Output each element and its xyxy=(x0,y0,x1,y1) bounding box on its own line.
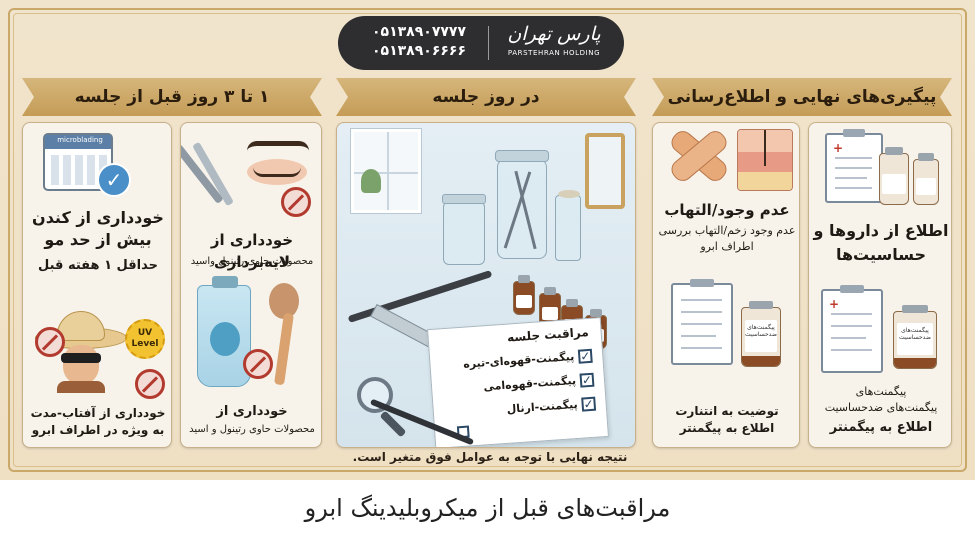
plant-icon xyxy=(361,169,381,193)
no-sign-icon-3 xyxy=(281,187,311,217)
brush-handle-icon xyxy=(274,312,294,386)
uv-level-icon: UV Level xyxy=(125,319,165,359)
closed-eye-icon xyxy=(247,141,309,185)
clipboard-icon xyxy=(671,279,733,365)
column-title-session: در روز جلسه xyxy=(336,78,636,116)
brand-logo: پارس تهران PARSTEHRAN HOLDING xyxy=(498,20,610,58)
card-heading-medications: اطلاع از داروها و حساسیت‌ها xyxy=(813,221,949,264)
card-line-notify: اطلاع به پیگمنتر xyxy=(829,420,933,435)
pigment-vial-icon: پیگمنت‌های ضدحساسیت xyxy=(741,301,781,367)
medicine-bottle-icon-2 xyxy=(913,153,939,205)
card-heading-avoid: خودداری از xyxy=(216,404,288,419)
window-illustration xyxy=(351,129,421,213)
clipboard-icon-2: + xyxy=(821,285,883,373)
card-session-scene: مراقبت جلسه پیگمنت-قهوه‌ای-تیره ✓ پیگمنت… xyxy=(336,122,636,448)
card-exfoliation: خودداری از لایه‌برداری محصولات حاوی رتین… xyxy=(180,122,322,448)
column-title-follow-up: پیگیری‌های نهایی و اطلاع‌رسانی xyxy=(652,78,952,116)
card-line-anti-allergy: پیگمنت‌های ضدحساسیت xyxy=(824,401,938,414)
medical-clipboard-icon: + xyxy=(825,129,883,203)
card-heading-exfoliation: خودداری از لایه‌برداری xyxy=(210,231,294,271)
card-note-pigmenter: توضیت به انتنارت اطلاع به پیگمنتر xyxy=(675,404,779,435)
cream-tube-icon xyxy=(197,276,251,387)
column-title-before: ۱ تا ۳ روز قبل از جلسه xyxy=(22,78,322,116)
pigment-vial-icon-2: پیگمنت‌های ضدحساسیت xyxy=(893,305,937,369)
no-sign-icon-2 xyxy=(135,369,165,399)
card-medications: + اطلاع از داروها و حساسیت‌ها + پیگمنت‌ه… xyxy=(808,122,952,448)
footer-note: نتیجه نهایی با توجه به عوامل فوق متغیر ا… xyxy=(352,450,628,464)
phone-number-2: ۰۵۱۳۸۹۰۶۶۶۶ xyxy=(372,43,466,59)
card-note-week: حداقل ۱ هفته قبل xyxy=(38,258,158,273)
card-note-retinol-acid: محصولات حاوی رتینول و اسید xyxy=(189,424,315,435)
calendar-label: microblading xyxy=(57,136,103,144)
card-inflammation: عدم وجود/التهاب عدم وجود زخم/التهاب بررس… xyxy=(652,122,800,448)
checkbox-checked-icon-2: ✓ xyxy=(579,372,595,388)
vial-label-2: پیگمنت‌های ضدحساسیت xyxy=(897,323,933,355)
skin-layers-icon xyxy=(737,129,793,191)
infographic-poster: ۰۵۱۳۸۹۰۷۷۷۷ ۰۵۱۳۸۹۰۶۶۶۶ پارس تهران PARST… xyxy=(0,0,975,480)
card-heading-inflammation: عدم وجود/التهاب xyxy=(664,201,790,219)
uv-label: UV Level xyxy=(131,328,159,349)
poster-frame-inner xyxy=(13,13,962,467)
pigment-bottle-2 xyxy=(539,287,561,327)
checklist-item-1: پیگمنت-قهوه‌ای-تیره xyxy=(462,350,575,371)
brand-subtitle: PARSTEHRAN HOLDING xyxy=(507,49,601,57)
brand-name: پارس تهران xyxy=(507,23,601,45)
glass-jar-icon xyxy=(442,194,486,265)
checkbox-checked-icon: ✓ xyxy=(577,348,593,364)
checklist-title: مراقبت جلسه xyxy=(506,324,590,345)
checklist-item-3: پیگمنت-ارنال xyxy=(506,397,579,416)
card-line-pigments: پیگمنت‌های xyxy=(855,385,907,398)
column-session-day: در روز جلسه xyxy=(336,78,636,456)
card-sun-avoidance: microblading ✓ خودداری از کندن بیش از حد… xyxy=(22,122,172,448)
checkmark-badge-icon: ✓ xyxy=(97,163,131,197)
care-checklist-sheet: مراقبت جلسه پیگمنت-قهوه‌ای-تیره ✓ پیگمنت… xyxy=(427,317,609,447)
magnifying-glass-icon xyxy=(357,377,393,413)
logo-divider xyxy=(488,26,489,60)
mirror-icon xyxy=(585,133,625,209)
card-note-inflammation: عدم وجود زخم/التهاب بررسی اطراف ابرو xyxy=(658,224,796,253)
medicine-bottle-icon xyxy=(879,147,909,205)
phone-numbers: ۰۵۱۳۸۹۰۷۷۷۷ ۰۵۱۳۸۹۰۶۶۶۶ xyxy=(360,23,478,61)
no-sign-icon-4 xyxy=(243,349,273,379)
card-heading-hair: خودداری از کندن بیش از حد مو xyxy=(32,208,164,249)
poster-frame xyxy=(8,8,967,472)
vial-label: پیگمنت‌های ضدحساسیت xyxy=(745,319,777,353)
microblading-pen-icon xyxy=(347,269,493,324)
card-heading-sun: خودداری از آفتاب-مدت به ویژه در اطراف اب… xyxy=(30,406,166,437)
glass-jar-large-icon xyxy=(495,150,549,259)
no-sign-icon xyxy=(35,327,65,357)
phone-number-1: ۰۵۱۳۸۹۰۷۷۷۷ xyxy=(372,24,466,40)
cotton-swab-jar-icon xyxy=(555,190,581,261)
checklist-item-2: پیگمنت-قهوه‌امی xyxy=(483,373,577,394)
column-follow-up: پیگیری‌های نهایی و اطلاع‌رسانی عدم وجود/… xyxy=(652,78,952,456)
card-note-retinol: محصولات حاوی رتینول واسید xyxy=(190,256,314,267)
checkbox-checked-icon-3: ✓ xyxy=(581,396,597,412)
logo-pill: ۰۵۱۳۸۹۰۷۷۷۷ ۰۵۱۳۸۹۰۶۶۶۶ پارس تهران PARST… xyxy=(338,16,624,70)
column-before-session: ۱ تا ۳ روز قبل از جلسه microblading ✓ خو… xyxy=(22,78,322,456)
image-caption: مراقبت‌های قبل از میکروبلیدینگ ابرو xyxy=(304,494,671,522)
pigment-bottle-1 xyxy=(513,275,535,315)
